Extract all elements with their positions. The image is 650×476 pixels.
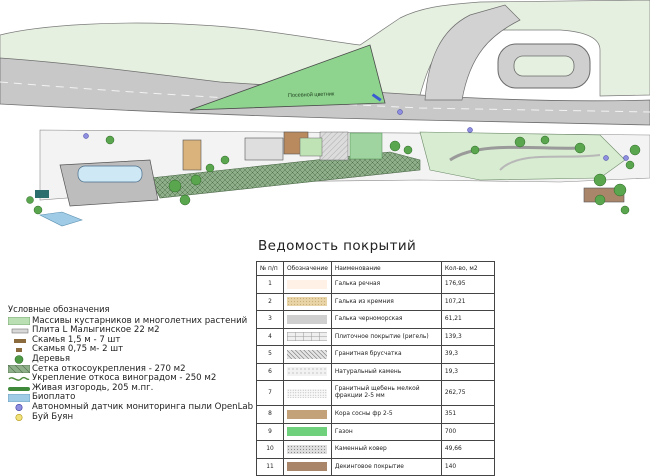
header-name: Наименование (330, 261, 442, 276)
legend: Условные обозначения Массивы кустарников… (8, 304, 258, 423)
side-road (424, 4, 521, 101)
vine-icon (8, 374, 30, 383)
swatch-icon (287, 314, 327, 324)
legend-item: Плита L Малыгинское 22 м2 (8, 326, 258, 336)
swatch-icon (287, 279, 327, 289)
legend-item: Сетка откосоукрепления - 270 м2 (8, 364, 258, 375)
legend-item: Укрепление откоса виноградом - 250 м2 (8, 374, 258, 384)
sensor-icon (8, 403, 30, 412)
tree-icon (8, 355, 30, 365)
bench-long-icon (8, 336, 30, 345)
table-row: 2 Галька из кремния 107,21 (256, 292, 495, 311)
legend-item: Скамья 0,75 м- 2 шт (8, 345, 258, 355)
sheet-title: Ведомость покрытий (258, 238, 417, 254)
buoy-icon (8, 413, 30, 422)
legend-item: Биоплато (8, 393, 258, 403)
legend-item: Массивы кустарников и многолетних растен… (8, 316, 258, 327)
bioplato-icon (8, 394, 30, 403)
legend-title: Условные обозначения (8, 304, 110, 314)
table-header-row: № п/п Обозначение Наименование Кол-во, м… (256, 261, 495, 276)
shore-water (38, 211, 83, 227)
bench-short-icon (8, 346, 30, 355)
header-qty: Кол-во, м2 (440, 261, 495, 276)
table-row: 6 Натуральный камень 19,3 (256, 362, 495, 381)
swatch-icon (287, 367, 327, 377)
hedge-icon (8, 384, 30, 393)
slope-net-icon (8, 365, 30, 374)
header-symbol: Обозначение (283, 261, 332, 276)
legend-item: Буй Буян (8, 412, 258, 423)
swatch-icon (287, 409, 327, 419)
table-row: 3 Галька черноморская 61,21 (256, 310, 495, 329)
swatch-icon (287, 444, 327, 454)
shrub-mass-icon (8, 317, 30, 326)
slab-icon (8, 326, 30, 335)
swatch-icon (287, 388, 327, 398)
legend-item: Деревья (8, 354, 258, 365)
table-row: 11 Декинговое покрытие 140 (256, 457, 495, 476)
swatch-icon (287, 462, 327, 472)
site-plan-map: Посевной цветник (0, 0, 650, 227)
building-3 (182, 139, 202, 171)
flower-field (189, 44, 386, 111)
table-row: 4 Плиточное покрытие (ригель) 139,3 (256, 327, 495, 346)
table-row: 7 Гранитный щебень мелкой фракции 2-5 мм… (256, 380, 495, 406)
swatch-icon (287, 297, 327, 307)
legend-item: Автономный датчик мониторинга пыли OpenL… (8, 402, 258, 413)
trees (26, 135, 641, 215)
swatch-icon (287, 332, 327, 342)
swatch-icon (287, 349, 327, 359)
legend-item: Скамья 1,5 м - 7 шт (8, 335, 258, 346)
table-row: 9 Газон 700 (256, 422, 495, 441)
surface-schedule-table: № п/п Обозначение Наименование Кол-во, м… (256, 261, 495, 476)
building-1 (244, 137, 284, 161)
table-row: 10 Каменный ковер 49,66 (256, 440, 495, 459)
table-row: 5 Гранитная брусчатка 39,3 (256, 345, 495, 364)
flower-field-label: Посевной цветник (288, 90, 335, 99)
dust-sensors (83, 109, 629, 161)
swatch-icon (287, 427, 327, 437)
header-num: № п/п (256, 261, 284, 276)
table-row: 8 Кора сосны фр 2-5 351 (256, 405, 495, 424)
table-row: 1 Галька речная 176,95 (256, 275, 495, 294)
legend-item: Живая изгородь, 205 м.пг. (8, 383, 258, 394)
